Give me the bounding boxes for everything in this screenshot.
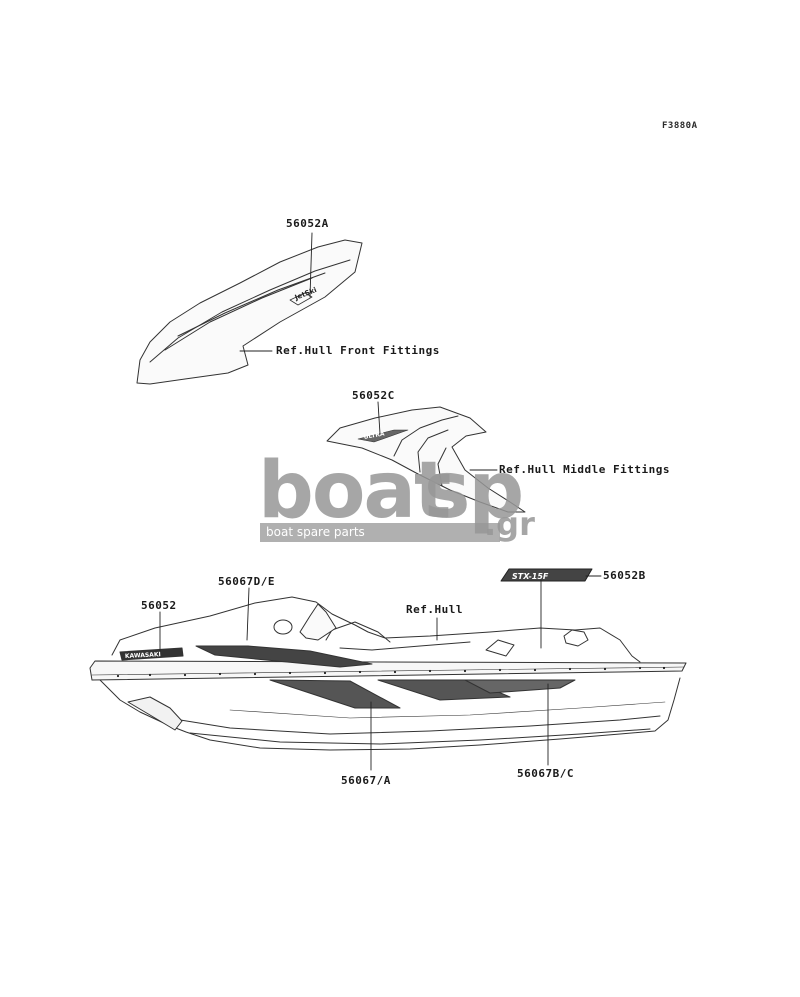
label-56067A: 56067/A: [341, 774, 391, 787]
label-56052: 56052: [141, 599, 177, 612]
middle-decal-text: ULTRA: [363, 430, 385, 441]
label-56067BC: 56067B/C: [517, 767, 574, 780]
watermark-bar: [260, 523, 500, 542]
label-56052C: 56052C: [352, 389, 395, 402]
hull-decal-text: KAWASAKI: [125, 651, 161, 660]
watercraft-hull: [89, 596, 687, 751]
label-middle-fittings: Ref.Hull Middle Fittings: [499, 463, 670, 476]
stx-badge-shape: [500, 568, 593, 582]
rear-decal-text: STX-15F: [512, 572, 549, 581]
label-56067DE: 56067D/E: [218, 575, 275, 588]
middle-hull-decal: [326, 406, 526, 513]
label-56052B: 56052B: [603, 569, 646, 582]
label-front-fittings: Ref.Hull Front Fittings: [276, 344, 440, 357]
rail-fasteners: [116, 666, 666, 678]
front-hull-decal: [136, 239, 363, 385]
figure-code: F3880A: [662, 121, 698, 131]
watermark-subtitle: boat spare parts: [266, 525, 365, 539]
watermark-sp: sp: [424, 446, 524, 536]
leader-lines: [159, 232, 602, 771]
label-56052A: 56052A: [286, 217, 329, 230]
label-ref-hull: Ref.Hull: [406, 603, 463, 616]
watermark-boat: boat: [258, 446, 451, 536]
